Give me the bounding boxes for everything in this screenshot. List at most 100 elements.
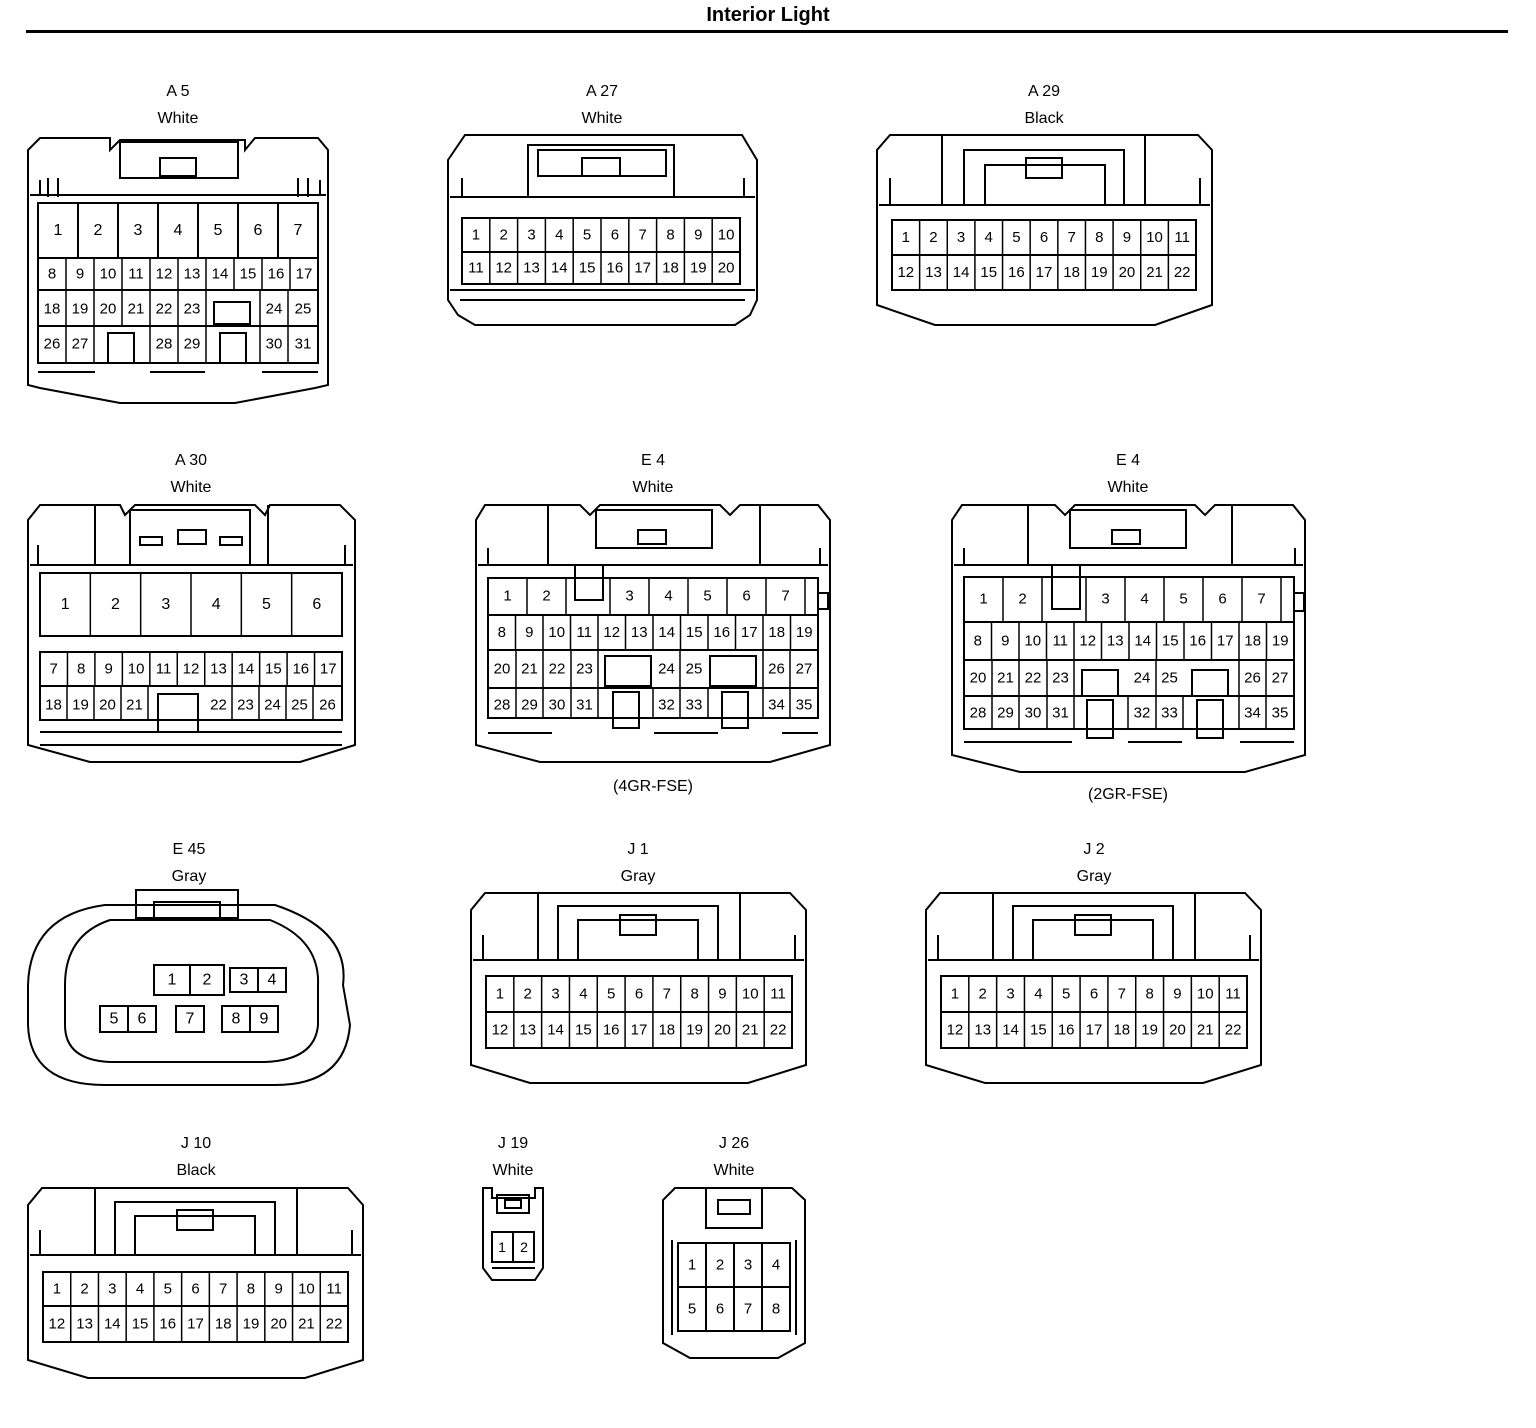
connector-id: J 1 bbox=[627, 841, 649, 858]
pin-number: 31 bbox=[1052, 705, 1069, 722]
pin-number: 16 bbox=[1189, 633, 1206, 650]
pin-number: 15 bbox=[265, 661, 282, 678]
pin-number: 9 bbox=[275, 1281, 283, 1298]
pin-number: 8 bbox=[77, 661, 85, 678]
pin-number: 1 bbox=[979, 591, 987, 608]
pin-number: 16 bbox=[1008, 264, 1025, 281]
connector-variant: (2GR-FSE) bbox=[1088, 786, 1168, 803]
pin-number: 6 bbox=[635, 986, 643, 1003]
pin-number: 25 bbox=[686, 661, 703, 678]
connector-color: White bbox=[632, 479, 674, 496]
pin-number: 23 bbox=[237, 697, 254, 714]
pin-number: 6 bbox=[742, 588, 750, 605]
pin-number: 13 bbox=[1107, 633, 1124, 650]
pin-number: 30 bbox=[549, 697, 566, 714]
pin-number: 2 bbox=[80, 1281, 88, 1298]
pin-number: 7 bbox=[1067, 229, 1075, 246]
connector-e45 bbox=[27, 889, 352, 1086]
pin-number: 2 bbox=[524, 986, 532, 1003]
pin-number: 8 bbox=[498, 624, 506, 641]
pin-number: 14 bbox=[104, 1316, 121, 1333]
pin-number: 17 bbox=[741, 624, 758, 641]
pin-number: 17 bbox=[1217, 633, 1234, 650]
connector-j1 bbox=[470, 892, 807, 1084]
pin-number: 3 bbox=[1101, 591, 1109, 608]
pin-number: 20 bbox=[718, 260, 735, 277]
pin-number: 19 bbox=[1091, 264, 1108, 281]
pin-number: 12 bbox=[156, 266, 173, 283]
connector-id: E 45 bbox=[172, 841, 206, 858]
pin-number: 13 bbox=[523, 260, 540, 277]
pin-number: 12 bbox=[947, 1022, 964, 1039]
pin-number: 2 bbox=[111, 596, 120, 613]
pin-number: 14 bbox=[547, 1022, 564, 1039]
pin-number: 14 bbox=[551, 260, 568, 277]
pin-number: 11 bbox=[468, 260, 484, 277]
pin-number: 16 bbox=[603, 1022, 620, 1039]
pin-number: 22 bbox=[1174, 264, 1191, 281]
pin-number: 22 bbox=[156, 301, 173, 318]
pin-number: 17 bbox=[187, 1316, 204, 1333]
pin-number: 32 bbox=[658, 697, 675, 714]
pin-number: 15 bbox=[240, 266, 257, 283]
pin-number: 13 bbox=[974, 1022, 991, 1039]
pin-number: 7 bbox=[219, 1281, 227, 1298]
pin-number: 1 bbox=[688, 1257, 696, 1274]
pin-number: 4 bbox=[136, 1281, 144, 1298]
pin-number: 3 bbox=[551, 986, 559, 1003]
connector-id: E 4 bbox=[640, 452, 665, 469]
pin-number: 30 bbox=[266, 336, 283, 353]
connector-variant: (4GR-FSE) bbox=[613, 778, 693, 795]
pin-number: 19 bbox=[72, 301, 89, 318]
pin-number: 2 bbox=[716, 1257, 724, 1274]
pin-number: 35 bbox=[796, 697, 813, 714]
pin-number: 3 bbox=[240, 972, 249, 989]
pin-number: 6 bbox=[1218, 591, 1226, 608]
pin-number: 35 bbox=[1272, 705, 1289, 722]
pin-number: 15 bbox=[132, 1316, 149, 1333]
pin-number: 17 bbox=[631, 1022, 648, 1039]
pin-number: 14 bbox=[1134, 633, 1151, 650]
pin-number: 9 bbox=[76, 266, 84, 283]
pin-number: 33 bbox=[686, 697, 703, 714]
pin-number: 3 bbox=[957, 229, 965, 246]
pin-number: 19 bbox=[1272, 633, 1289, 650]
connector-a27 bbox=[447, 134, 758, 326]
pin-number: 10 bbox=[1146, 229, 1163, 246]
pin-number: 19 bbox=[796, 624, 813, 641]
pin-number: 17 bbox=[1086, 1022, 1103, 1039]
pin-number: 12 bbox=[492, 1022, 509, 1039]
pin-number: 8 bbox=[666, 227, 674, 244]
pin-number: 2 bbox=[520, 1239, 528, 1255]
connector-color: Gray bbox=[620, 868, 656, 885]
pin-number: 28 bbox=[970, 705, 987, 722]
connector-j10 bbox=[27, 1187, 364, 1379]
pin-number: 8 bbox=[232, 1011, 241, 1028]
pin-number: 5 bbox=[607, 986, 615, 1003]
connector-j26 bbox=[662, 1187, 806, 1359]
pin-number: 6 bbox=[1090, 986, 1098, 1003]
pin-number: 13 bbox=[925, 264, 942, 281]
pin-number: 2 bbox=[94, 222, 103, 239]
pin-number: 29 bbox=[997, 705, 1014, 722]
pin-number: 6 bbox=[1040, 229, 1048, 246]
pin-number: 12 bbox=[183, 661, 200, 678]
pin-number: 10 bbox=[298, 1281, 315, 1298]
pin-number: 3 bbox=[108, 1281, 116, 1298]
pin-number: 13 bbox=[519, 1022, 536, 1039]
pin-number: 21 bbox=[1146, 264, 1163, 281]
pin-number: 20 bbox=[1119, 264, 1136, 281]
pin-number: 5 bbox=[688, 1301, 696, 1318]
pin-number: 14 bbox=[953, 264, 970, 281]
pin-number: 16 bbox=[159, 1316, 176, 1333]
pin-number: 19 bbox=[243, 1316, 260, 1333]
pin-number: 11 bbox=[770, 986, 786, 1003]
connector-color: White bbox=[713, 1162, 755, 1179]
connector-e4-4gr bbox=[475, 504, 831, 763]
pin-number: 9 bbox=[718, 986, 726, 1003]
pin-number: 21 bbox=[742, 1022, 759, 1039]
pin-number: 4 bbox=[212, 596, 221, 613]
pin-number: 22 bbox=[1025, 670, 1042, 687]
pin-number: 1 bbox=[503, 588, 511, 605]
